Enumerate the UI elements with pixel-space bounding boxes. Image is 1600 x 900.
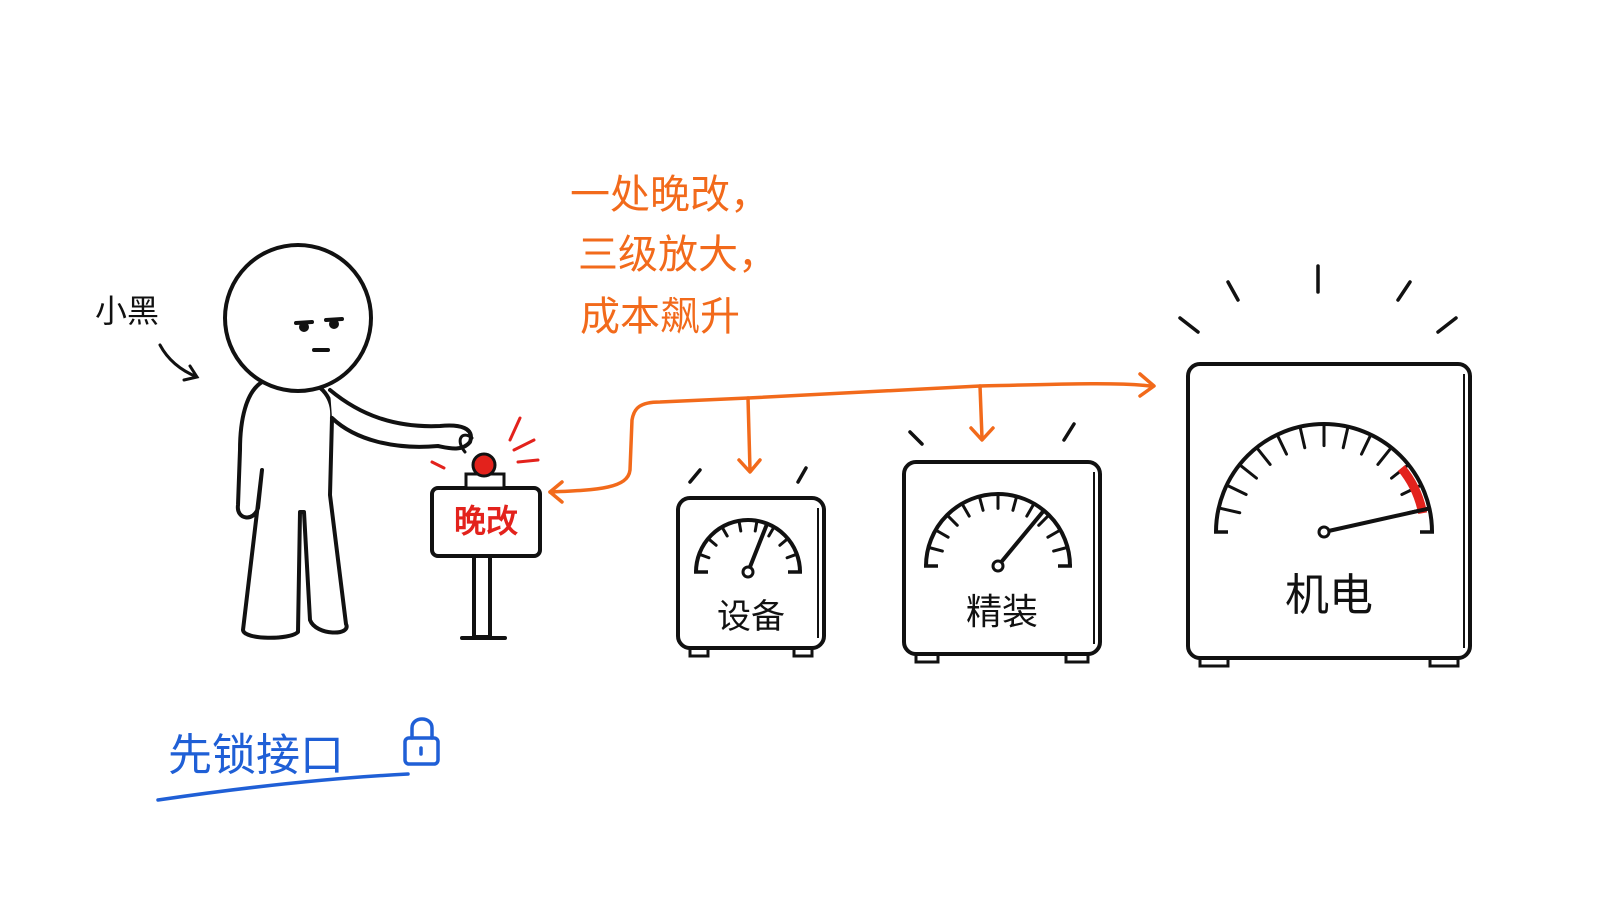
gauge-tick bbox=[1011, 494, 1019, 512]
gauge-tick bbox=[1376, 446, 1393, 466]
gauge-tick bbox=[926, 545, 944, 553]
advice: 先锁接口 bbox=[156, 717, 440, 802]
gauge-tick bbox=[753, 519, 759, 533]
character-head bbox=[223, 243, 373, 393]
alert-ray bbox=[796, 466, 808, 484]
gauge-1: 设备 bbox=[676, 466, 826, 658]
gauge-tick bbox=[1025, 502, 1036, 518]
gauge-tick bbox=[785, 552, 799, 560]
arrow-main-line bbox=[548, 381, 1152, 494]
gauge-needle bbox=[1322, 506, 1430, 534]
gauge-needle bbox=[996, 509, 1045, 568]
alert-ray bbox=[908, 430, 924, 446]
lock-icon bbox=[403, 717, 440, 766]
gauge-tick bbox=[1298, 425, 1307, 450]
button-stand bbox=[460, 553, 507, 640]
gauge-tick bbox=[1275, 433, 1289, 456]
button-box[interactable]: 晚改 bbox=[430, 486, 542, 558]
gauge-tick bbox=[720, 525, 729, 538]
arrow-drop-gauge-1 bbox=[746, 396, 752, 472]
gauge-tick bbox=[778, 537, 790, 547]
gauge-tick bbox=[1217, 506, 1242, 515]
gauge-pivot bbox=[1317, 525, 1331, 539]
alert-ray bbox=[1062, 422, 1076, 442]
advice-underline bbox=[156, 772, 410, 802]
arrow-drop-gauge-2 bbox=[978, 384, 984, 440]
gauge-body bbox=[1186, 362, 1472, 660]
gauge-tick bbox=[945, 513, 959, 527]
annotation-line-3: 成本飙升 bbox=[580, 294, 740, 340]
annotation-line-2: 三级放大， bbox=[578, 232, 778, 278]
gauge-tick bbox=[960, 502, 971, 518]
gauge-tick bbox=[1255, 446, 1272, 466]
arrow-head-button bbox=[548, 480, 564, 504]
alert-ray bbox=[1178, 316, 1200, 334]
propagation-arrows bbox=[548, 372, 1156, 504]
gauge-tick bbox=[1052, 545, 1070, 553]
gauge-2: 精装 bbox=[902, 422, 1102, 664]
gauge-tick bbox=[737, 519, 743, 533]
character-face bbox=[294, 317, 344, 352]
annotation: 一处晚改， 三级放大， 成本飙升 bbox=[570, 172, 778, 340]
gauge-tick bbox=[1359, 433, 1373, 456]
name-pointer-arrow bbox=[158, 343, 200, 382]
arrow-head-gauge-2 bbox=[969, 426, 995, 442]
character-figure bbox=[223, 243, 473, 640]
gauge-label: 设备 bbox=[717, 597, 785, 637]
gauge-tick bbox=[1037, 513, 1051, 527]
gauge-pivot bbox=[991, 559, 1005, 573]
alert-ray bbox=[688, 468, 702, 484]
alert-ray bbox=[1226, 280, 1240, 302]
annotation-line-1: 一处晚改， bbox=[570, 172, 770, 218]
arrow-head-gauge-1 bbox=[737, 458, 762, 474]
gauges-layer: 设备 精装 机电 bbox=[676, 264, 1472, 668]
gauge-tick bbox=[934, 528, 950, 539]
button-box-label: 晚改 bbox=[454, 502, 518, 540]
gauge-tick bbox=[1341, 425, 1350, 450]
button-press-marks bbox=[430, 416, 540, 470]
gauge-tick bbox=[706, 537, 718, 547]
gauge-dial bbox=[694, 518, 802, 573]
arrow-head-right bbox=[1138, 372, 1156, 398]
gauge-pivot bbox=[741, 565, 755, 579]
gauge-tick bbox=[1046, 528, 1062, 539]
red-push-button[interactable] bbox=[458, 433, 506, 490]
gauge-tick bbox=[1238, 463, 1258, 480]
gauge-tick bbox=[977, 494, 985, 512]
alert-ray bbox=[1436, 316, 1458, 334]
gauge-tick bbox=[697, 552, 711, 560]
gauge-needle bbox=[746, 522, 769, 574]
character-name-label: 小黑 bbox=[95, 292, 159, 330]
gauge-label: 机电 bbox=[1285, 570, 1373, 621]
gauge-tick bbox=[767, 525, 776, 538]
gauge-tick bbox=[1225, 483, 1248, 497]
advice-text: 先锁接口 bbox=[168, 730, 344, 781]
gauge-label: 精装 bbox=[966, 592, 1038, 633]
gauge-3: 机电 bbox=[1178, 264, 1472, 668]
character-arm bbox=[328, 388, 473, 451]
alert-ray bbox=[1396, 280, 1412, 302]
